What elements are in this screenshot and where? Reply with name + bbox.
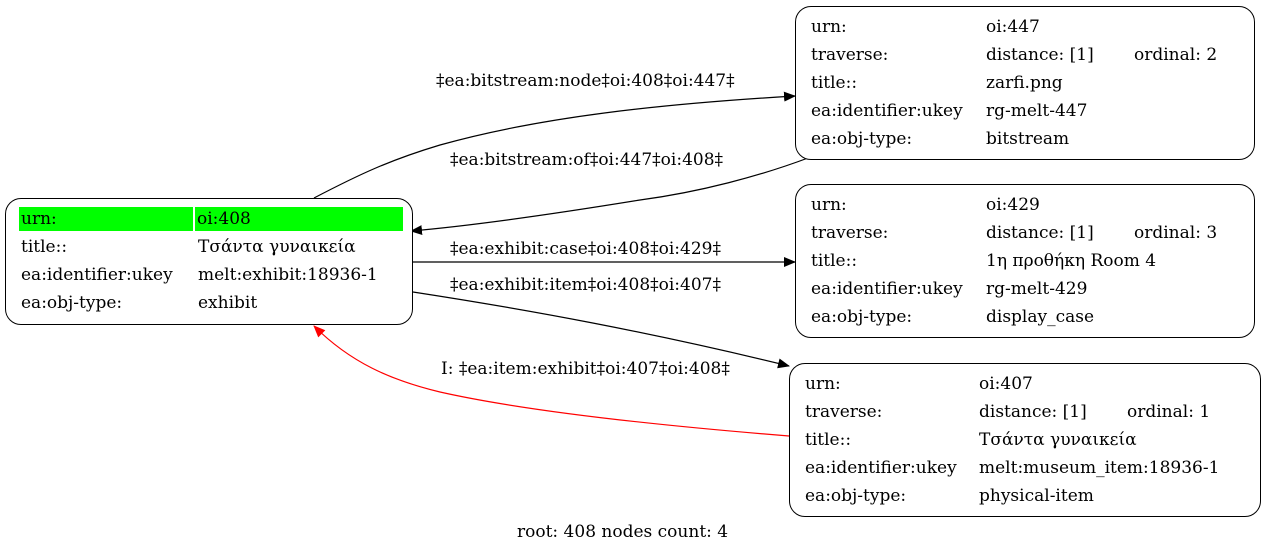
node-key-ukey: ea:identifier:ukey [811,101,963,121]
node-oi-407[interactable]: urn: oi:407 traverse: distance: [1] ordi… [789,363,1261,517]
edge-label-item-exhibit-inverse: I: ‡ea:item:exhibit‡oi:407‡oi:408‡ [441,359,730,379]
node-key-type: ea:obj-type: [805,486,907,506]
node-value-urn: oi:447 [986,17,1040,37]
node-value-title: zarfi.png [986,73,1063,93]
node-value-urn: oi:429 [986,195,1040,215]
node-oi-408[interactable]: urn: oi:408 title:: Τσάντα γυναικεία ea:… [5,198,413,325]
node-value-type: exhibit [198,293,258,313]
node-value-ordinal: ordinal: 1 [1127,402,1211,422]
edge-label-bitstream-of: ‡ea:bitstream:of‡oi:447‡oi:408‡ [450,150,724,170]
node-oi-447[interactable]: urn: oi:447 traverse: distance: [1] ordi… [795,6,1255,160]
node-value-title: Τσάντα γυναικεία [979,430,1137,450]
node-value-urn: oi:408 [195,207,403,231]
node-oi-429[interactable]: urn: oi:429 traverse: distance: [1] ordi… [795,184,1255,338]
node-key-title: title:: [811,251,858,271]
node-key-title: title:: [21,237,68,257]
node-row-urn: urn: oi:408 [19,207,403,231]
node-key-ukey: ea:identifier:ukey [805,458,957,478]
edge-408-to-407[interactable] [412,291,790,369]
node-value-distance: distance: [1] [986,223,1094,243]
node-key-traverse: traverse: [811,45,889,65]
node-key-title: title:: [811,73,858,93]
node-value-ukey: rg-melt-429 [986,279,1088,299]
node-key-traverse: traverse: [811,223,889,243]
node-value-ordinal: ordinal: 2 [1134,45,1218,65]
node-key-ukey: ea:identifier:ukey [811,279,963,299]
node-value-ordinal: ordinal: 3 [1134,223,1218,243]
edge-label-bitstream-node: ‡ea:bitstream:node‡oi:408‡oi:447‡ [436,71,735,91]
edge-447-to-408[interactable] [410,157,809,236]
node-key-urn: urn: [19,207,193,231]
node-value-type: display_case [986,307,1095,327]
node-value-type: physical-item [979,486,1094,506]
node-value-distance: distance: [1] [986,45,1094,65]
edge-407-to-408-inverse[interactable] [313,325,790,437]
node-value-title: Τσάντα γυναικεία [198,237,356,257]
node-value-ukey: melt:museum_item:18936-1 [979,458,1220,478]
node-key-title: title:: [805,430,852,450]
edge-label-exhibit-item: ‡ea:exhibit:item‡oi:408‡oi:407‡ [450,275,721,295]
node-value-ukey: rg-melt-447 [986,101,1088,121]
edge-408-to-447[interactable] [313,91,796,199]
node-value-urn: oi:407 [979,374,1033,394]
node-key-type: ea:obj-type: [811,129,913,149]
node-key-urn: urn: [811,17,847,37]
node-value-title: 1η προθήκη Room 4 [986,251,1157,271]
node-value-distance: distance: [1] [979,402,1087,422]
node-key-type: ea:obj-type: [21,293,123,313]
node-key-ukey: ea:identifier:ukey [21,265,173,285]
node-value-ukey: melt:exhibit:18936-1 [198,265,378,285]
node-value-type: bitstream [986,129,1070,149]
node-key-type: ea:obj-type: [811,307,913,327]
graph-footer: root: 408 nodes count: 4 [517,522,729,542]
edge-label-exhibit-case: ‡ea:exhibit:case‡oi:408‡oi:429‡ [450,239,721,259]
node-key-urn: urn: [805,374,841,394]
node-key-urn: urn: [811,195,847,215]
node-key-traverse: traverse: [805,402,883,422]
